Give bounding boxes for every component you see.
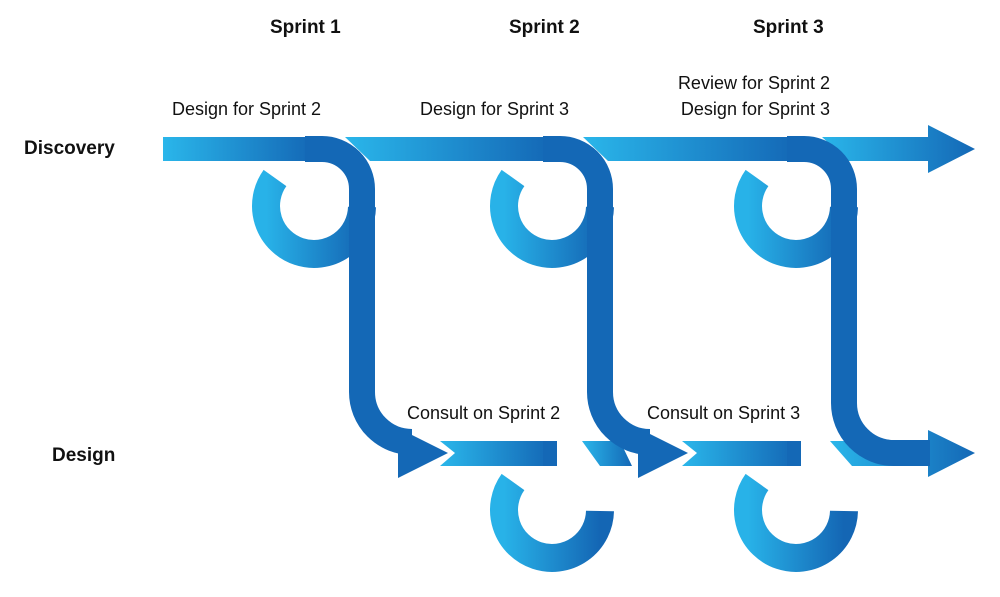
sprint-connectors	[305, 136, 930, 466]
design-lane-label: Design	[52, 445, 116, 466]
connector-1-arrowhead	[398, 428, 448, 478]
connector-sprint-2	[543, 136, 651, 455]
design-caps	[543, 441, 801, 466]
connector-2-arrowhead	[638, 428, 688, 478]
design-note-consult-sprint-3: Consult on Sprint 3	[647, 403, 801, 423]
discovery-loop-3	[734, 169, 858, 268]
sprint-3-header: Sprint 3	[753, 17, 824, 38]
design-segment-3	[682, 441, 795, 466]
sprint-2-header: Sprint 2	[509, 17, 580, 38]
discovery-lane-label: Discovery	[24, 138, 115, 159]
connector-sprint-1	[305, 136, 413, 455]
design-loop-1	[490, 473, 614, 572]
discovery-loop-2	[490, 169, 614, 268]
design-loop-2	[734, 473, 858, 572]
connector-sprint-3	[787, 136, 930, 466]
design-cap-1	[543, 441, 557, 466]
discovery-loop-1	[252, 169, 376, 268]
connector-arrowheads	[398, 428, 688, 478]
design-loops	[490, 473, 858, 572]
discovery-note-design-sprint-3-b: Design for Sprint 3	[680, 99, 830, 119]
discovery-segment-2	[345, 137, 550, 161]
discovery-note-design-sprint-3: Design for Sprint 3	[420, 99, 570, 119]
discovery-segment-3	[583, 137, 795, 161]
discovery-arrow	[822, 125, 975, 173]
design-segment-1	[440, 441, 550, 466]
discovery-note-review-sprint-2: Review for Sprint 2	[677, 73, 830, 93]
discovery-track	[163, 125, 975, 173]
discovery-segment-1	[163, 137, 313, 161]
sprint-1-header: Sprint 1	[270, 17, 341, 38]
discovery-note-design-sprint-2: Design for Sprint 2	[172, 99, 322, 119]
design-note-consult-sprint-2: Consult on Sprint 2	[407, 403, 561, 423]
design-cap-2	[787, 441, 801, 466]
